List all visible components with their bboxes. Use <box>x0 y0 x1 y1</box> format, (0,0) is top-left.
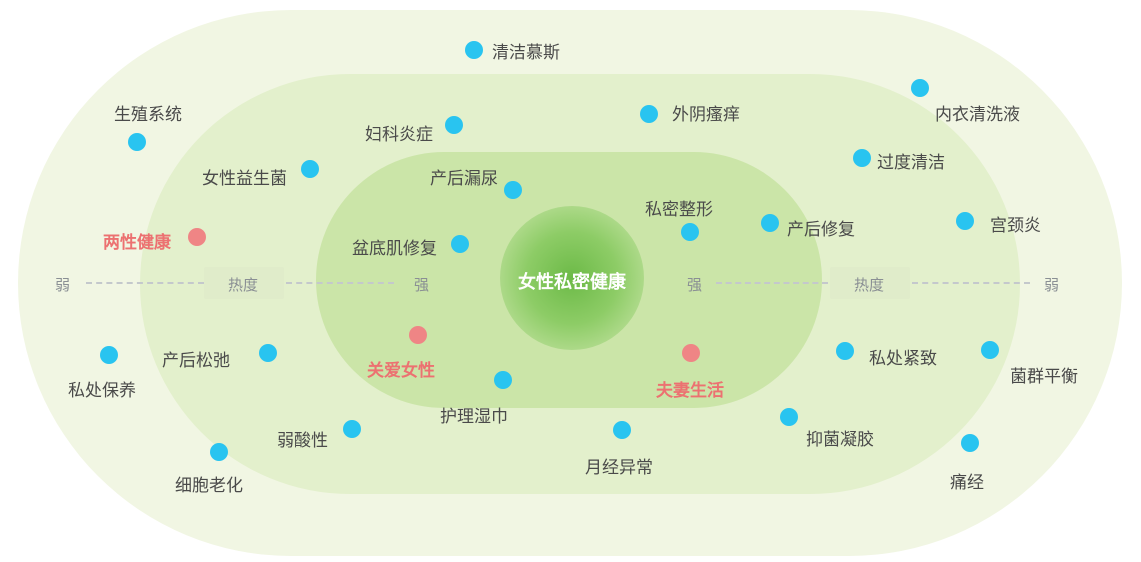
topic-dot-xibao-laohua <box>210 443 228 461</box>
topic-label-huli-shijin: 护理湿巾 <box>440 407 508 427</box>
topic-label-sichu-baoyang: 私处保养 <box>68 381 136 401</box>
topic-dot-guodu-qingjie <box>853 149 871 167</box>
topic-dot-tongjing <box>961 434 979 452</box>
topic-dot-qingjie-musi <box>465 41 483 59</box>
topic-label-chanhou-louniao: 产后漏尿 <box>430 169 498 189</box>
left-strong-label: 强 <box>414 276 430 294</box>
topic-dot-sichu-baoyang <box>100 346 118 364</box>
topic-dot-pendiji-xiufu <box>451 235 469 253</box>
topic-label-tongjing: 痛经 <box>950 473 984 493</box>
topic-dot-waiyin-saoyang <box>640 105 658 123</box>
left-heat-label: 热度 <box>228 276 259 294</box>
topic-dot-shengzhi-xitong <box>128 133 146 151</box>
topic-label-qingjie-musi: 清洁慕斯 <box>492 43 560 63</box>
topic-label-nvxing-yishengjun: 女性益生菌 <box>202 169 287 189</box>
right-heat-pill <box>830 267 910 299</box>
topic-label-neiyi-qingxiye: 内衣清洗液 <box>935 105 1020 125</box>
topic-dot-nvxing-yishengjun <box>301 160 319 178</box>
topic-label-liangxing-jiankang: 两性健康 <box>103 233 171 253</box>
topic-label-junqun-pingheng: 菌群平衡 <box>1010 367 1078 387</box>
topic-dot-simi-zhengxing <box>681 223 699 241</box>
topic-dot-ruosuanxing <box>343 420 361 438</box>
right-weak-label: 弱 <box>1044 276 1060 294</box>
topic-dot-chanhou-songchi <box>259 344 277 362</box>
topic-label-chanhou-xiufu: 产后修复 <box>787 220 855 240</box>
topic-dot-guanai-nvxing <box>409 326 427 344</box>
core-circle <box>500 206 644 350</box>
topic-label-fuqi-shenghuo: 夫妻生活 <box>656 381 724 401</box>
topic-dot-yijun-ningjiao <box>780 408 798 426</box>
topic-label-yuejing-yichang: 月经异常 <box>585 458 653 478</box>
topic-dot-fuqi-shenghuo <box>682 344 700 362</box>
topic-dot-yuejing-yichang <box>613 421 631 439</box>
topic-dot-sichu-jinzhi <box>836 342 854 360</box>
center-title: 女性私密健康 <box>518 272 626 293</box>
left-heat-pill <box>204 267 284 299</box>
topic-label-pendiji-xiufu: 盆底肌修复 <box>352 239 437 259</box>
topic-dot-gongjingyan <box>956 212 974 230</box>
topic-label-shengzhi-xitong: 生殖系统 <box>114 105 182 125</box>
left-axis-line-inner <box>286 282 394 284</box>
topic-dot-chanhou-louniao <box>504 181 522 199</box>
topic-label-yijun-ningjiao: 抑菌凝胶 <box>806 430 874 450</box>
topic-label-gongjingyan: 宫颈炎 <box>990 216 1041 236</box>
left-axis-line-outer <box>86 282 204 284</box>
topic-label-sichu-jinzhi: 私处紧致 <box>869 349 937 369</box>
topic-label-fuke-yanzheng: 妇科炎症 <box>365 125 433 145</box>
topic-label-guodu-qingjie: 过度清洁 <box>877 153 945 173</box>
topic-label-guanai-nvxing: 关爱女性 <box>367 361 435 381</box>
topic-dot-huli-shijin <box>494 371 512 389</box>
left-weak-label: 弱 <box>55 276 71 294</box>
topic-dot-fuke-yanzheng <box>445 116 463 134</box>
topic-label-simi-zhengxing: 私密整形 <box>645 200 713 220</box>
right-axis-line-inner <box>716 282 828 284</box>
right-strong-label: 强 <box>687 276 703 294</box>
topic-dot-liangxing-jiankang <box>188 228 206 246</box>
topic-dot-chanhou-xiufu <box>761 214 779 232</box>
right-axis-line-outer <box>912 282 1030 284</box>
right-heat-label: 热度 <box>854 276 885 294</box>
topic-label-waiyin-saoyang: 外阴瘙痒 <box>672 105 740 125</box>
topic-dot-junqun-pingheng <box>981 341 999 359</box>
topic-label-ruosuanxing: 弱酸性 <box>277 431 328 451</box>
topic-label-chanhou-songchi: 产后松弛 <box>162 351 230 371</box>
topic-label-xibao-laohua: 细胞老化 <box>175 476 243 496</box>
topic-dot-neiyi-qingxiye <box>911 79 929 97</box>
